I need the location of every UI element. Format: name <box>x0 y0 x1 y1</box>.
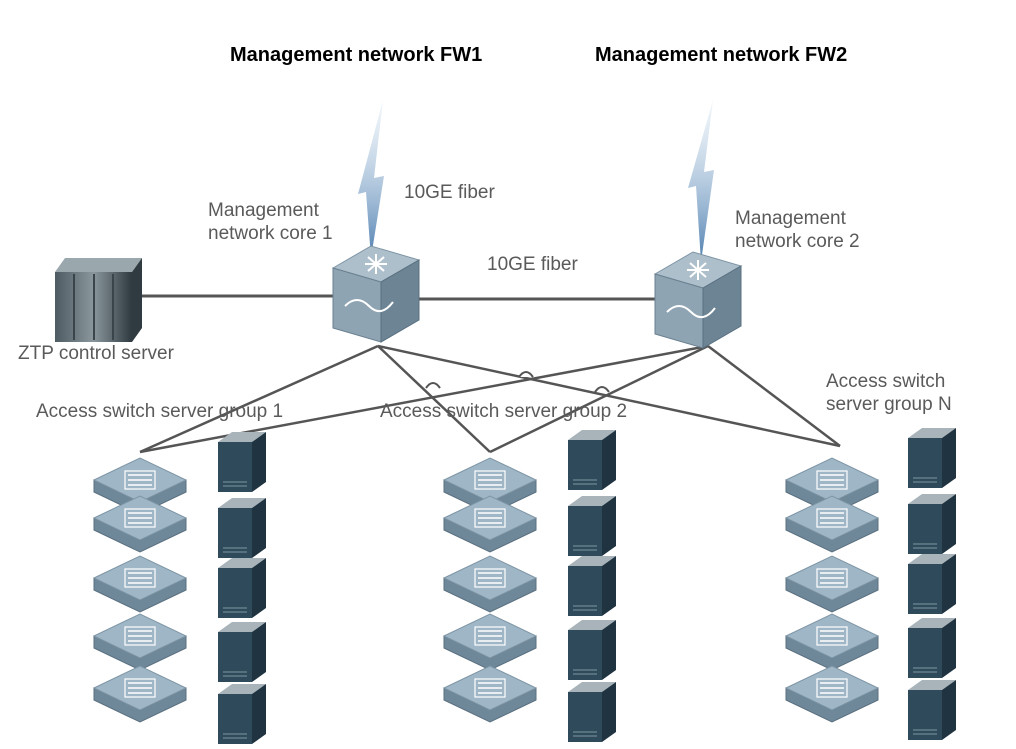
group1-label: Access switch server group 1 <box>36 401 284 422</box>
server-rack-icon <box>908 494 956 554</box>
server-rack-icon <box>908 554 956 614</box>
server-rack-icon <box>568 556 616 616</box>
server-rack-icon <box>908 428 956 488</box>
ztp-server-label: ZTP control server <box>18 343 174 364</box>
fw2-label: Management network FW2 <box>595 44 848 66</box>
access-switch-icon <box>784 613 880 671</box>
core-switch-1-icon <box>331 245 421 343</box>
access-switch-icon <box>92 495 188 553</box>
access-switch-icon <box>92 613 188 671</box>
access-switch-icon <box>784 457 880 515</box>
server-rack-icon <box>908 618 956 678</box>
group2-label: Access switch server group 2 <box>380 401 628 422</box>
access-switch-stacks <box>92 457 880 723</box>
fw1-label: Management network FW1 <box>230 44 483 66</box>
server-rack-icon <box>218 432 266 492</box>
access-switch-icon <box>442 495 538 553</box>
ztp-server-icon <box>55 258 142 342</box>
core1-label: Management network core 1 <box>208 200 333 244</box>
access-switch-icon <box>784 555 880 613</box>
access-switch-icon <box>784 665 880 723</box>
server-rack-icon <box>568 620 616 680</box>
groupN-label: Access switch server group N <box>826 371 952 415</box>
server-rack-icon <box>568 430 616 490</box>
access-switch-icon <box>442 665 538 723</box>
access-switch-icon <box>92 555 188 613</box>
server-rack-icon <box>218 684 266 744</box>
core2-label: Management network core 2 <box>735 208 860 252</box>
access-switch-icon <box>784 495 880 553</box>
server-racks <box>218 428 956 744</box>
server-rack-icon <box>568 496 616 556</box>
access-switch-icon <box>442 613 538 671</box>
lightning-fw2-icon <box>688 100 714 262</box>
uplink-fiber-label: 10GE fiber <box>404 182 495 203</box>
core-link-fiber-label: 10GE fiber <box>487 254 578 275</box>
server-rack-icon <box>568 682 616 742</box>
server-rack-icon <box>908 680 956 740</box>
server-rack-icon <box>218 622 266 682</box>
server-rack-icon <box>218 498 266 558</box>
access-switch-icon <box>442 555 538 613</box>
server-rack-icon <box>218 558 266 618</box>
access-switch-icon <box>92 665 188 723</box>
line-crossing-hops <box>425 371 610 393</box>
core-switch-2-icon <box>653 251 743 349</box>
lightning-fw1-icon <box>358 100 384 258</box>
